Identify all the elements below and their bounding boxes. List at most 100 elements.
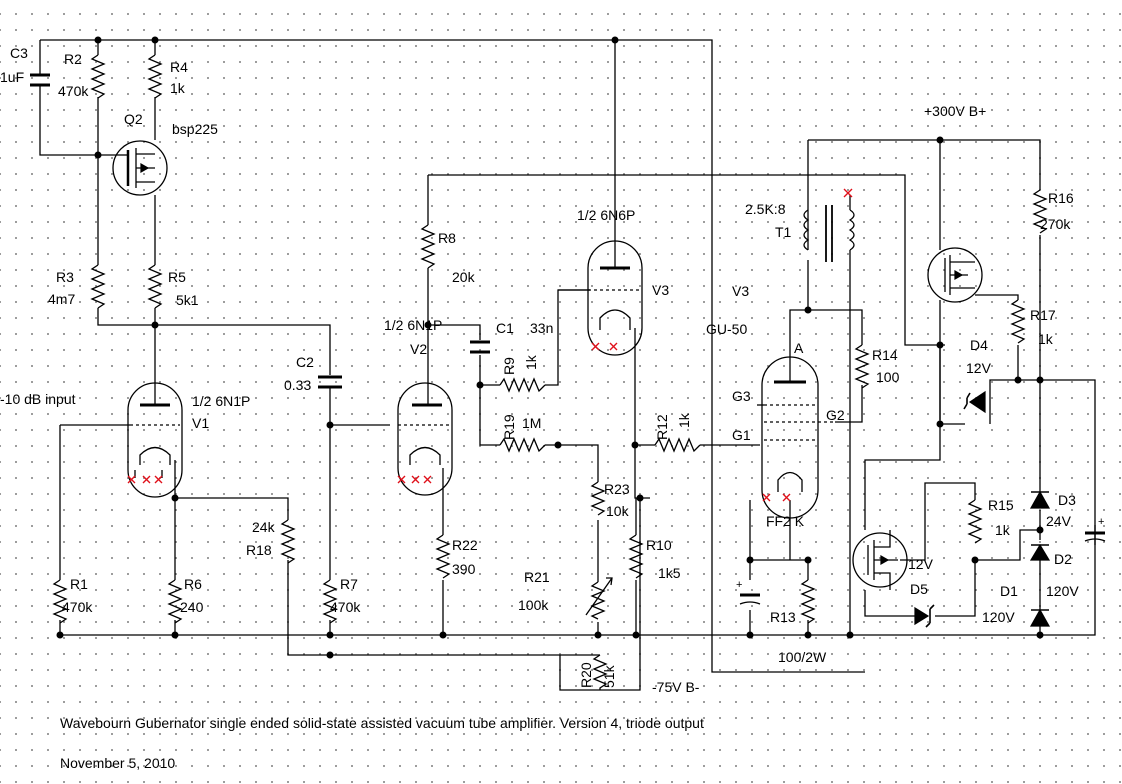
label-v3-type: 1/2 6N6P (577, 207, 635, 223)
label-r19-value: 1M (522, 415, 541, 431)
label-g3: G3 (732, 388, 751, 404)
label-r16: R16 (1048, 190, 1074, 206)
wires (39, 39, 1096, 691)
mosfet-output (927, 247, 983, 303)
label-r2-value: 470k (58, 83, 89, 99)
caption-block: Wavebourn Gubernator single ended solid-… (60, 715, 704, 771)
label-r10: R10 (646, 537, 672, 553)
label-r10-value: 1k5 (658, 565, 681, 581)
resistor-r3 (90, 264, 106, 309)
resistor-r1 (52, 579, 68, 624)
label-r6-value: 240 (180, 599, 204, 615)
label-d5-value: 12V (908, 556, 934, 572)
label-c1: C1 (496, 320, 514, 336)
mosfet-bias (852, 530, 908, 590)
label-r12: R12 (654, 414, 670, 440)
label-r9-value: 1k (523, 354, 539, 370)
label-r1-value: 470k (62, 599, 93, 615)
resistor-r12 (654, 437, 701, 453)
label-r12-value: 1k (676, 412, 692, 428)
label-d1: D1 (1000, 583, 1018, 599)
zener-d1 (1029, 608, 1051, 627)
label-c3: C3 (10, 45, 28, 61)
svg-text:+: + (736, 579, 742, 591)
label-r23: R23 (604, 481, 630, 497)
label-r18-value: 24k (252, 519, 276, 535)
resistor-r6 (167, 579, 183, 624)
label-r2: R2 (64, 51, 82, 67)
potentiometer-r21 (585, 577, 613, 620)
transformer-t1 (803, 188, 855, 262)
label-c3-value: 1uF (0, 69, 24, 85)
label-r15: R15 (988, 497, 1014, 513)
zener-d4 (963, 390, 986, 414)
label-r21-value: 100k (518, 597, 549, 613)
resistor-r2 (90, 54, 106, 99)
label-d3: D3 (1058, 492, 1076, 508)
label-d5: D5 (910, 581, 928, 597)
label-c2-value: 0.33 (284, 377, 311, 393)
resistor-r20 (592, 654, 608, 690)
label-t1: T1 (775, 224, 792, 240)
capacitor-c3 (30, 73, 50, 87)
label-r9: R9 (501, 357, 517, 375)
resistor-r7 (322, 579, 338, 624)
label-v2: V2 (410, 341, 427, 357)
label-r13: R13 (770, 609, 796, 625)
label-d4-value: 12V (966, 360, 992, 376)
capacitor-output-electrolytic: + (1084, 516, 1106, 542)
label-d3-value: 24V (1046, 513, 1072, 529)
label-r1: R1 (70, 576, 88, 592)
label-d2-value: 120V (1046, 583, 1079, 599)
label-r5: R5 (168, 269, 186, 285)
diodes (914, 390, 1051, 628)
label-r21: R21 (524, 569, 550, 585)
label-r8: R8 (438, 230, 456, 246)
label-r22: R22 (452, 537, 478, 553)
label-r8-value: 20k (452, 269, 476, 285)
resistor-r23 (590, 481, 606, 516)
label-v3-gu50: V3 (732, 283, 749, 299)
caption: Wavebourn Gubernator single ended solid-… (60, 715, 704, 731)
resistor-r18 (280, 519, 296, 564)
label-v1: V1 (192, 415, 209, 431)
capacitors: + + (30, 73, 1106, 605)
label-r16-value: 270k (1040, 216, 1071, 232)
resistor-r14 (854, 344, 870, 389)
capacitor-c1 (470, 340, 490, 354)
label-r13-value: 100/2W (778, 649, 827, 665)
label-r3-value: 4m7 (48, 291, 75, 307)
label-d2: D2 (1054, 551, 1072, 567)
label-r17: R17 (1030, 307, 1056, 323)
label-r6: R6 (184, 576, 202, 592)
label-t1-ratio: 2.5K:8 (745, 201, 786, 217)
label-g1: G1 (732, 427, 751, 443)
label-r19: R19 (501, 414, 517, 440)
label-gu50-type: GU-50 (706, 321, 747, 337)
label-r23-value: 10k (606, 503, 630, 519)
label-r7: R7 (340, 576, 358, 592)
label-ff2k: FF2 K (766, 513, 805, 529)
label-b-plus: +300V B+ (924, 103, 986, 119)
resistor-r17 (1010, 299, 1026, 344)
label-q2: Q2 (124, 111, 143, 127)
label-r7-value: 470k (330, 599, 361, 615)
capacitor-cathode-electrolytic: + (736, 579, 761, 605)
resistor-r10 (628, 534, 644, 579)
zener-d3 (1029, 490, 1051, 509)
resistor-r5 (147, 264, 163, 309)
resistor-r16 (1032, 189, 1048, 234)
resistor-r15 (967, 499, 983, 544)
label-c2: C2 (296, 354, 314, 370)
zener-d2 (1029, 543, 1051, 561)
label-r22-value: 390 (452, 561, 476, 577)
label-c1-value: 33n (530, 320, 553, 336)
resistor-r9 (499, 377, 546, 393)
mosfet-q2 (112, 140, 168, 196)
label-g2: G2 (826, 407, 845, 423)
resistor-r19 (499, 437, 546, 453)
capacitor-c2 (318, 375, 342, 389)
label-r3: R3 (56, 269, 74, 285)
label-r4: R4 (170, 59, 188, 75)
